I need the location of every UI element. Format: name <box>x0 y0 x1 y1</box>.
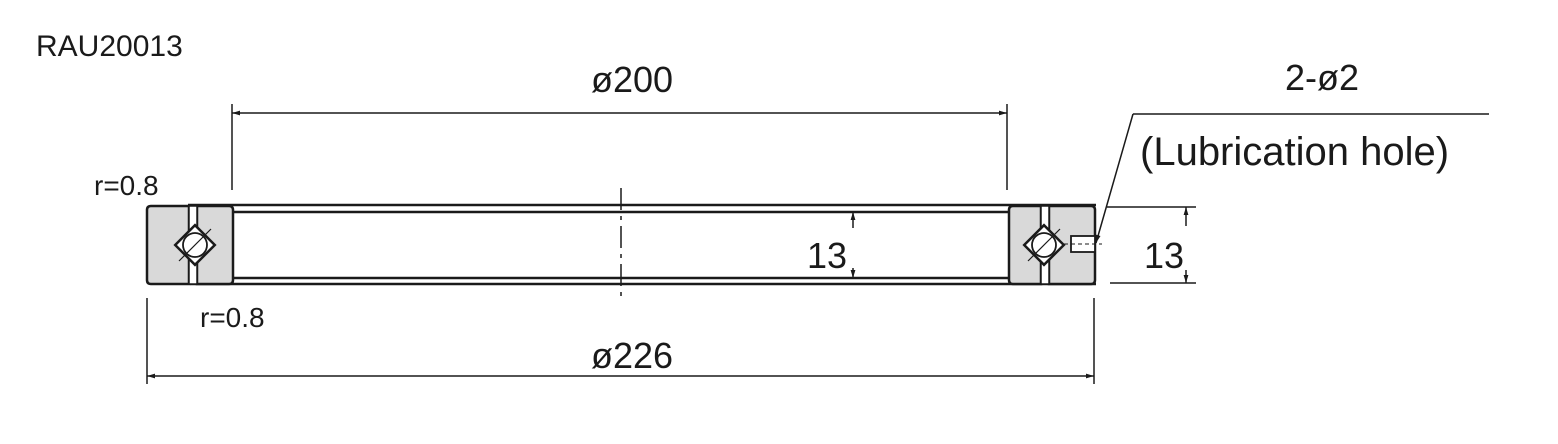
left-roller-axis <box>178 228 212 262</box>
ring-band <box>185 206 1095 284</box>
left-ring-section <box>145 204 235 286</box>
outer-diameter-dimension: ø226 <box>146 298 1095 384</box>
hole-count-label: 2-ø2 <box>1285 57 1359 98</box>
outer-width-label: 13 <box>1144 235 1184 276</box>
model-title: RAU20013 <box>36 30 183 63</box>
inner-diameter-dimension: ø200 <box>231 59 1008 190</box>
left-outer-ring <box>145 204 191 286</box>
inner-width-dimension: 13 <box>807 212 856 278</box>
outer-diameter-label: ø226 <box>591 335 673 376</box>
right-roller-axis <box>1027 228 1061 262</box>
right-ring-section <box>1007 204 1102 286</box>
inner-diameter-label: ø200 <box>591 59 673 100</box>
outer-width-dimension: 13 <box>1107 206 1196 284</box>
hole-name-label: (Lubrication hole) <box>1140 130 1449 174</box>
lubrication-hole-callout: 2-ø2 (Lubrication hole) <box>1095 57 1489 244</box>
radius-label-top: r=0.8 <box>94 170 159 201</box>
leader-line-diagonal <box>1095 113 1134 244</box>
radius-label-bottom: r=0.8 <box>200 302 265 333</box>
bearing-section <box>145 188 1102 300</box>
inner-width-label: 13 <box>807 235 847 276</box>
